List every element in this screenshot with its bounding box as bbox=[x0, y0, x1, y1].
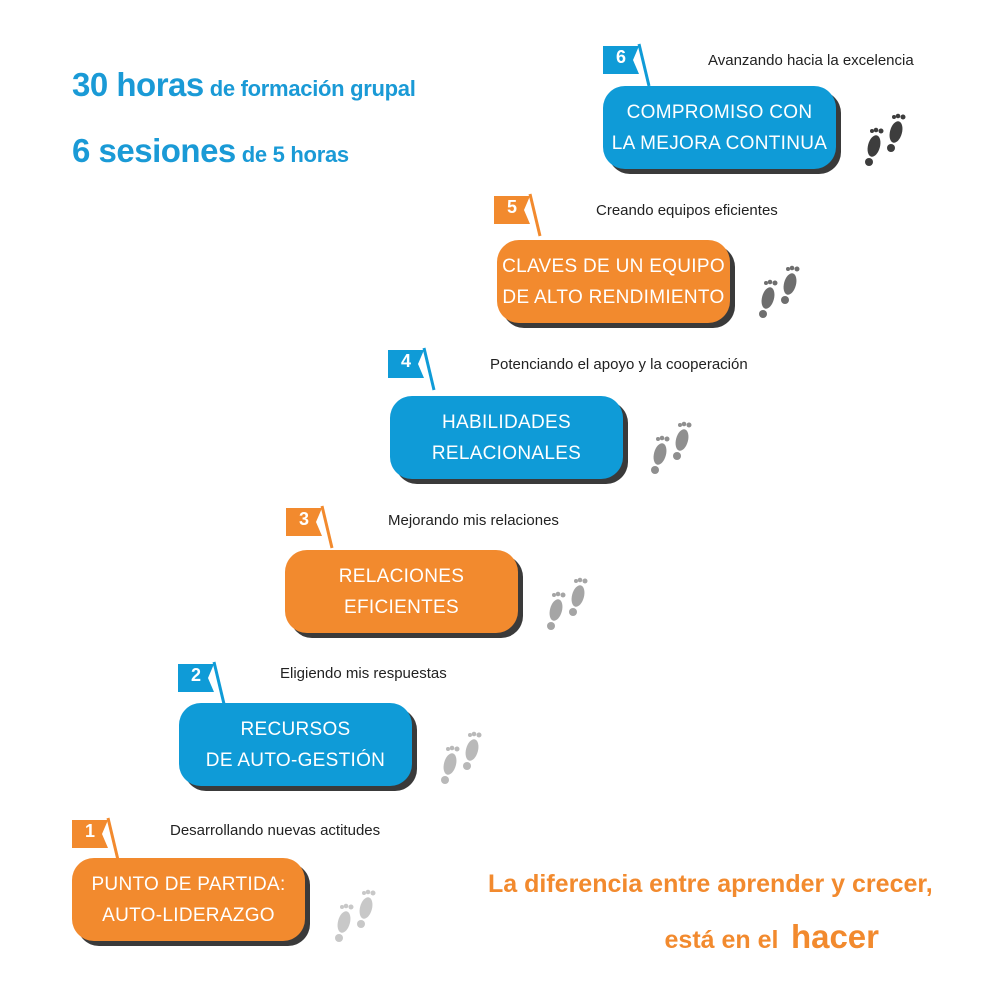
flag-icon: 2 bbox=[176, 661, 236, 705]
step-box: RECURSOS DE AUTO-GESTIÓN bbox=[179, 703, 412, 786]
step-number: 2 bbox=[190, 665, 201, 685]
footprints-icon bbox=[335, 889, 376, 942]
tagline-emphasis: hacer bbox=[790, 918, 879, 955]
step-box: COMPROMISO CON LA MEJORA CONTINUA bbox=[603, 86, 836, 169]
step-number: 6 bbox=[615, 47, 626, 67]
flag-icon: 6 bbox=[601, 43, 661, 87]
step-title-line2: EFICIENTES bbox=[344, 596, 459, 618]
step-title-line1: COMPROMISO CON bbox=[626, 101, 813, 123]
tagline-line2: está en el hacer bbox=[665, 918, 879, 956]
step-title-line1: CLAVES DE UN EQUIPO bbox=[502, 255, 725, 277]
footprints-icon bbox=[651, 421, 692, 474]
step-subtitle: Avanzando hacia la excelencia bbox=[708, 52, 914, 69]
step-number: 3 bbox=[298, 509, 309, 529]
step-box: RELACIONES EFICIENTES bbox=[285, 550, 518, 633]
step-title-line2: DE AUTO-GESTIÓN bbox=[205, 749, 386, 771]
step-title-line2: LA MEJORA CONTINUA bbox=[611, 132, 828, 154]
step-title-line1: HABILIDADES bbox=[442, 411, 571, 433]
step-title-line1: RECURSOS bbox=[240, 718, 351, 740]
step-title-line2: AUTO-LIDERAZGO bbox=[102, 904, 275, 926]
step-number: 5 bbox=[506, 197, 517, 217]
tagline-line1: La diferencia entre aprender y crecer, bbox=[488, 870, 933, 898]
step-subtitle: Eligiendo mis respuestas bbox=[280, 665, 447, 682]
flag-icon: 1 bbox=[70, 817, 130, 861]
step-title-line1: RELACIONES bbox=[338, 565, 465, 587]
step-title-line1: PUNTO DE PARTIDA: bbox=[91, 873, 286, 895]
step-subtitle: Potenciando el apoyo y la cooperación bbox=[490, 356, 748, 373]
tagline-prefix: está en el bbox=[664, 926, 779, 954]
step-subtitle: Creando equipos eficientes bbox=[596, 202, 778, 219]
step-subtitle: Desarrollando nuevas actitudes bbox=[170, 822, 381, 839]
step-number: 4 bbox=[400, 351, 411, 371]
footprints-icon bbox=[865, 113, 906, 166]
header-sessions-label: de 5 horas bbox=[241, 142, 349, 167]
step-number: 1 bbox=[84, 821, 95, 841]
step-box: CLAVES DE UN EQUIPO DE ALTO RENDIMIENTO bbox=[497, 240, 730, 323]
step-box: HABILIDADES RELACIONALES bbox=[390, 396, 623, 479]
header-sessions-value: 6 sesiones bbox=[72, 132, 236, 169]
step-subtitle: Mejorando mis relaciones bbox=[388, 512, 559, 529]
footprints-icon bbox=[547, 577, 588, 630]
footprints-icon bbox=[441, 731, 482, 784]
step-box: PUNTO DE PARTIDA: AUTO-LIDERAZGO bbox=[72, 858, 305, 941]
flag-icon: 5 bbox=[492, 193, 552, 237]
header-hours-label: de formación grupal bbox=[209, 76, 416, 101]
step-title-line2: DE ALTO RENDIMIENTO bbox=[502, 286, 725, 308]
header-hours-value: 30 horas bbox=[72, 66, 204, 103]
footprints-icon bbox=[759, 265, 800, 318]
flag-icon: 3 bbox=[284, 505, 344, 549]
step-title-line2: RELACIONALES bbox=[431, 442, 582, 464]
flag-icon: 4 bbox=[386, 347, 446, 391]
